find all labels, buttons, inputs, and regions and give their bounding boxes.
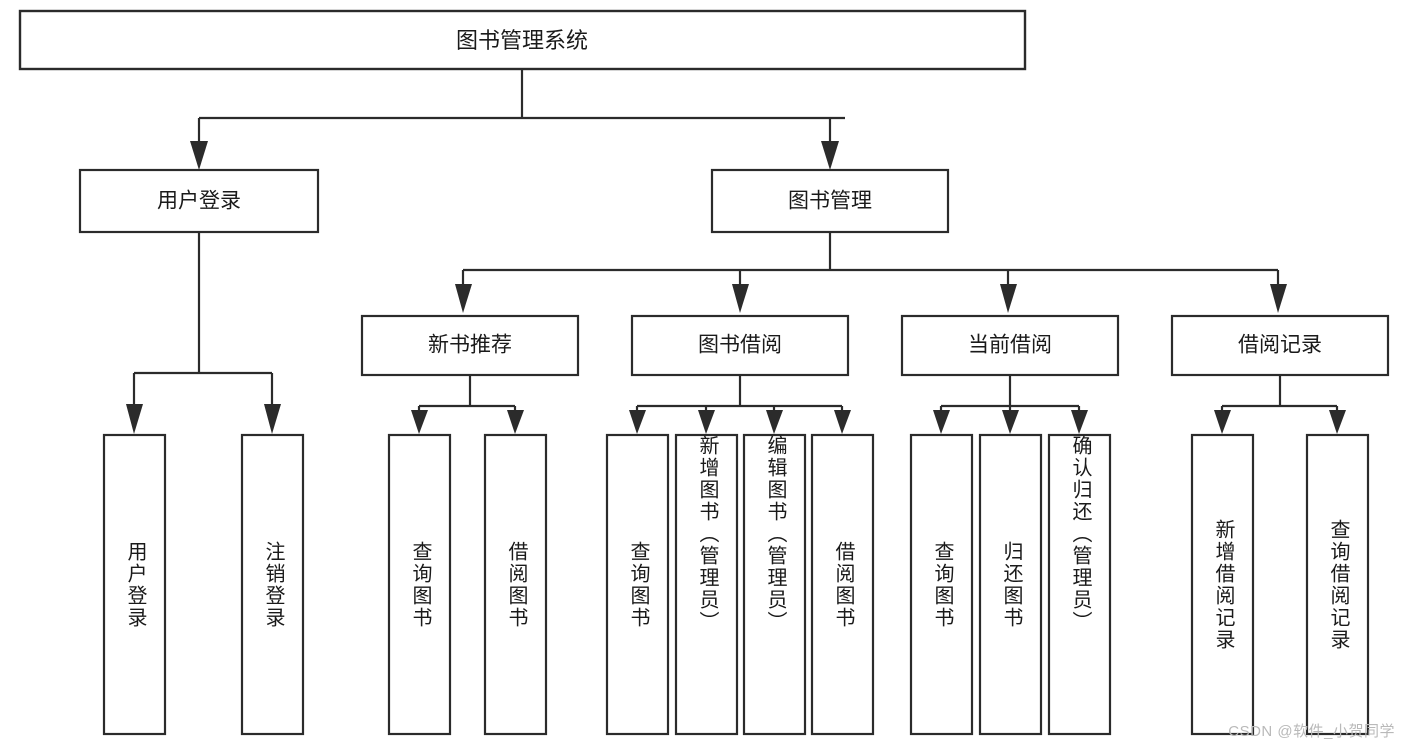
arrow-head-to-borrow-record [1270, 284, 1287, 313]
leaf-box-book-borrow-2[interactable] [674, 433, 739, 736]
connector-book-management-to-level3 [455, 232, 1287, 313]
arrow-head-leaf-user-login-2 [264, 404, 281, 434]
arrow-head-leaf-br-1 [1214, 410, 1231, 434]
csdn-watermark: CSDN @软件_小贺同学 [1228, 723, 1395, 740]
arrow-head-leaf-bb-2 [698, 410, 715, 434]
node-borrow-record-box [1170, 314, 1390, 377]
node-borrow-record-label: 借阅记录 [1238, 334, 1322, 357]
node-root-box [18, 9, 1027, 71]
node-book-management-box [710, 168, 950, 234]
leaf-box-book-borrow-4[interactable] [810, 433, 875, 736]
node-book-borrow-box [630, 314, 850, 377]
arrow-head-leaf-bb-3 [766, 410, 783, 434]
arrow-head-leaf-br-2 [1329, 410, 1346, 434]
leaf-box-book-borrow-3[interactable] [742, 433, 807, 736]
node-root-label: 图书管理系统 [456, 28, 588, 53]
arrow-head-leaf-user-login-1 [126, 404, 143, 434]
node-book-borrow-label: 图书借阅 [698, 334, 782, 357]
leaf-box-new-book-recommend-2[interactable] [483, 433, 548, 736]
arrow-head-to-book-borrow [732, 284, 749, 313]
leaf-box-user-login-1[interactable] [102, 433, 167, 736]
node-current-borrow-box [900, 314, 1120, 377]
node-user-login[interactable]: 用户登录 [78, 168, 320, 234]
connector-borrow-record-to-leaves [1214, 375, 1346, 434]
arrow-head-leaf-bb-1 [629, 410, 646, 434]
arrow-head-leaf-nbr-2 [507, 410, 524, 434]
arrow-head-to-book-management [821, 141, 839, 170]
arrow-head-leaf-nbr-1 [411, 410, 428, 434]
arrow-head-to-new-book-recommend [455, 284, 472, 313]
node-book-management[interactable]: 图书管理 [710, 168, 950, 234]
node-book-borrow[interactable]: 图书借阅 [630, 314, 850, 377]
leaf-box-book-borrow-1[interactable] [605, 433, 670, 736]
arrow-head-to-current-borrow [1000, 284, 1017, 313]
node-book-management-label: 图书管理 [788, 190, 872, 213]
node-current-borrow[interactable]: 当前借阅 [900, 314, 1120, 377]
leaf-box-borrow-record-1[interactable] [1190, 433, 1255, 736]
connector-current-borrow-to-leaves [933, 375, 1088, 434]
arrow-head-leaf-cb-2 [1002, 410, 1019, 434]
node-borrow-record[interactable]: 借阅记录 [1170, 314, 1390, 377]
leaf-box-user-login-2[interactable] [240, 433, 305, 736]
leaf-box-new-book-recommend-1[interactable] [387, 433, 452, 736]
leaf-box-current-borrow-3[interactable] [1047, 433, 1112, 736]
arrow-head-leaf-bb-4 [834, 410, 851, 434]
leaf-box-current-borrow-2[interactable] [978, 433, 1043, 736]
node-new-book-recommend-box [360, 314, 580, 377]
connector-user-login-to-leaves [126, 232, 281, 434]
arrow-head-leaf-cb-1 [933, 410, 950, 434]
leaf-box-borrow-record-2[interactable] [1305, 433, 1370, 736]
leaf-box-current-borrow-1[interactable] [909, 433, 974, 736]
node-new-book-recommend-label: 新书推荐 [428, 334, 512, 357]
node-root-book-management-system[interactable]: 图书管理系统 [18, 9, 1027, 71]
arrow-head-leaf-cb-3 [1071, 410, 1088, 434]
node-current-borrow-label: 当前借阅 [968, 334, 1052, 357]
connector-book-borrow-to-leaves [629, 375, 851, 434]
connector-root-to-level2 [190, 69, 845, 170]
connector-new-book-recommend-to-leaves [411, 375, 524, 434]
node-user-login-label: 用户登录 [157, 190, 241, 213]
arrow-head-to-user-login [190, 141, 208, 170]
node-new-book-recommend[interactable]: 新书推荐 [360, 314, 580, 377]
